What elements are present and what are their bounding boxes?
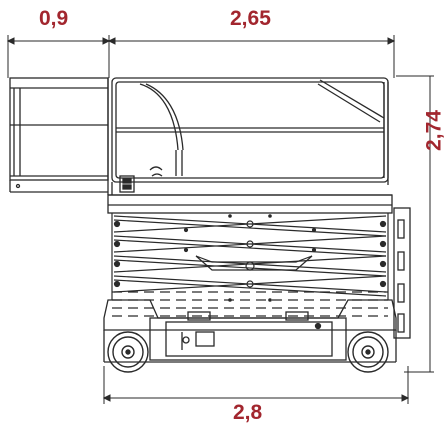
dimension-front-extension: 0,9 — [39, 7, 69, 30]
wheel-front — [107, 331, 149, 373]
scissor-stack — [111, 213, 389, 302]
dimension-line-top — [6, 35, 396, 78]
platform-guardrail — [9, 77, 392, 196]
dimension-platform-length: 2,65 — [230, 7, 271, 30]
chassis — [103, 299, 397, 363]
dimension-line-right — [396, 75, 434, 373]
dimension-line-bottom — [102, 366, 410, 404]
scissor-lift-drawing — [6, 35, 434, 404]
dimension-overall-length: 2,8 — [233, 401, 263, 424]
stowed-outline — [112, 291, 388, 317]
wheel-rear — [347, 331, 389, 373]
dimension-height: 2,74 — [422, 110, 446, 151]
platform-deck — [107, 194, 411, 339]
